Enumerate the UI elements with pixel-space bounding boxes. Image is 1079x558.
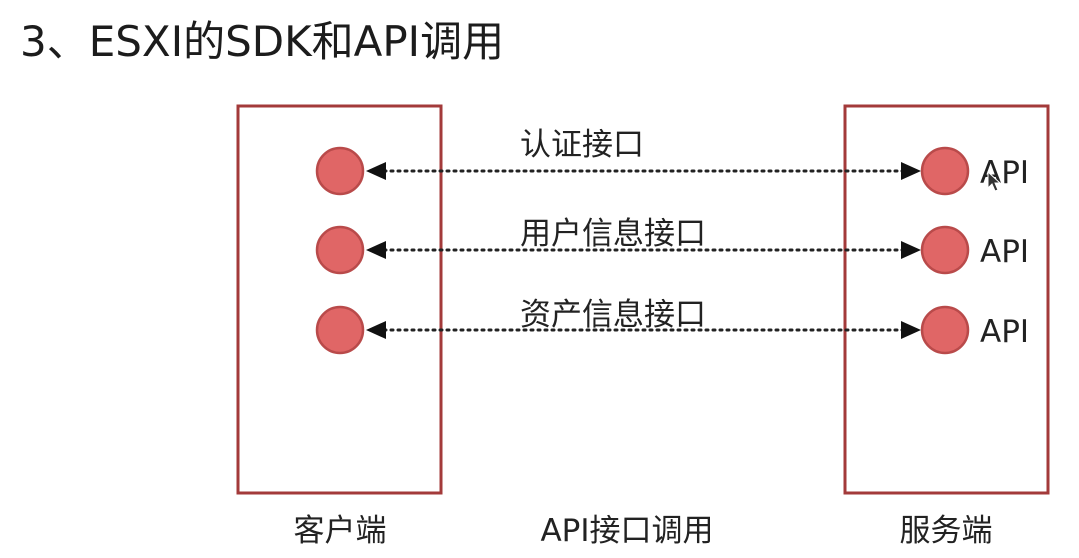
interface-label: 认证接口 xyxy=(520,127,644,163)
arrow-right xyxy=(901,241,921,259)
api-endpoint-label: API xyxy=(980,155,1029,191)
arrow-left xyxy=(366,241,386,259)
mouse-cursor-icon xyxy=(987,170,1002,192)
arrow-left xyxy=(366,162,386,180)
server-box xyxy=(843,104,1050,495)
arrow-left xyxy=(366,321,386,339)
api-endpoint-label: API xyxy=(980,234,1029,270)
server-node xyxy=(920,146,970,196)
interface-row: 认证接口 API xyxy=(315,127,1029,196)
client-box xyxy=(236,104,443,495)
arrow-right xyxy=(901,321,921,339)
client-node xyxy=(315,146,365,196)
interface-label: 资产信息接口 xyxy=(520,297,706,333)
client-node xyxy=(315,305,365,355)
interface-row: 资产信息接口 API xyxy=(315,297,1029,355)
server-node xyxy=(920,305,970,355)
diagram-caption: API接口调用 xyxy=(540,513,713,549)
arrow-right xyxy=(901,162,921,180)
server-label: 服务端 xyxy=(900,513,993,549)
interface-row: 用户信息接口 API xyxy=(315,216,1029,275)
slide-title: 3、ESXI的SDK和API调用 xyxy=(20,17,505,66)
client-label: 客户端 xyxy=(294,513,387,549)
client-node xyxy=(315,225,365,275)
api-endpoint-label: API xyxy=(980,314,1029,350)
interface-label: 用户信息接口 xyxy=(520,216,706,252)
server-node xyxy=(920,225,970,275)
